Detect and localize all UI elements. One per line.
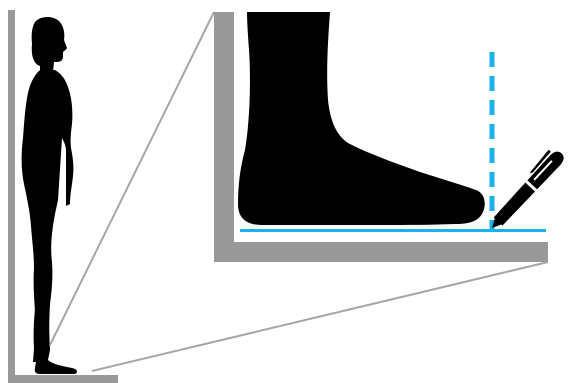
floor-measure-line	[240, 229, 546, 232]
zoom-line-upper	[50, 12, 214, 345]
wall-zoom	[214, 12, 234, 262]
floor-zoom	[214, 242, 548, 262]
person-silhouette-icon	[22, 17, 78, 374]
wall-left	[8, 10, 15, 383]
zoomed-foot-scene	[214, 12, 567, 262]
full-body-scene	[8, 10, 118, 383]
zoom-line-lower	[92, 262, 548, 371]
floor-left	[8, 375, 118, 383]
